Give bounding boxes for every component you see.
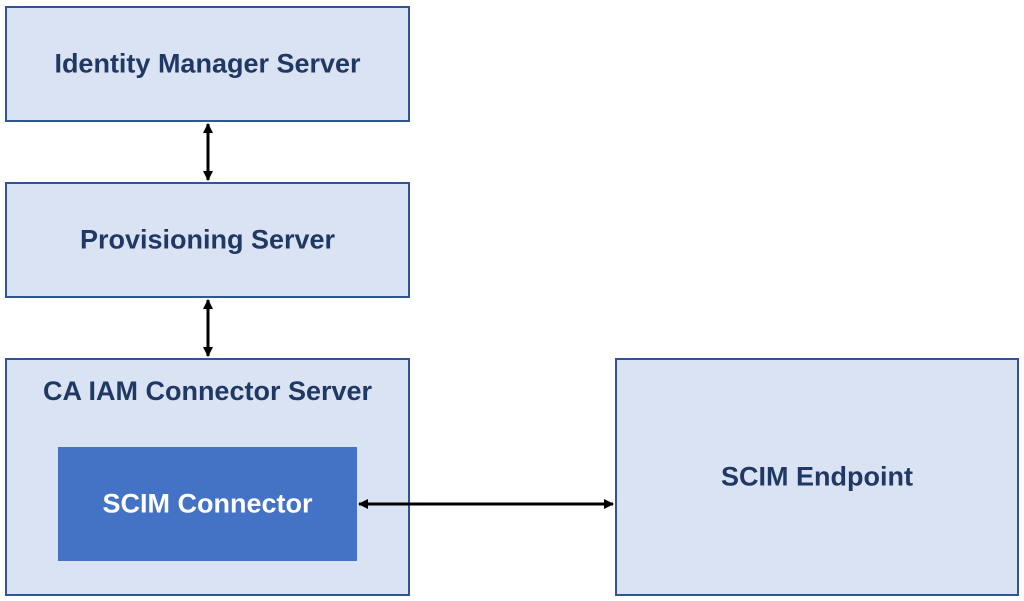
provisioning-server-label: Provisioning Server [79, 224, 336, 255]
scim-connector-box: SCIM Connector [58, 447, 357, 561]
scim-endpoint-box: SCIM Endpoint [615, 358, 1019, 596]
provisioning-server-box: Provisioning Server [5, 182, 410, 298]
connector-server-label: CA IAM Connector Server [42, 376, 373, 406]
scim-connector-label: SCIM Connector [102, 488, 313, 519]
scim-endpoint-label: SCIM Endpoint [721, 461, 913, 492]
identity-manager-server-label: Identity Manager Server [54, 48, 361, 79]
identity-manager-server-box: Identity Manager Server [5, 6, 410, 122]
